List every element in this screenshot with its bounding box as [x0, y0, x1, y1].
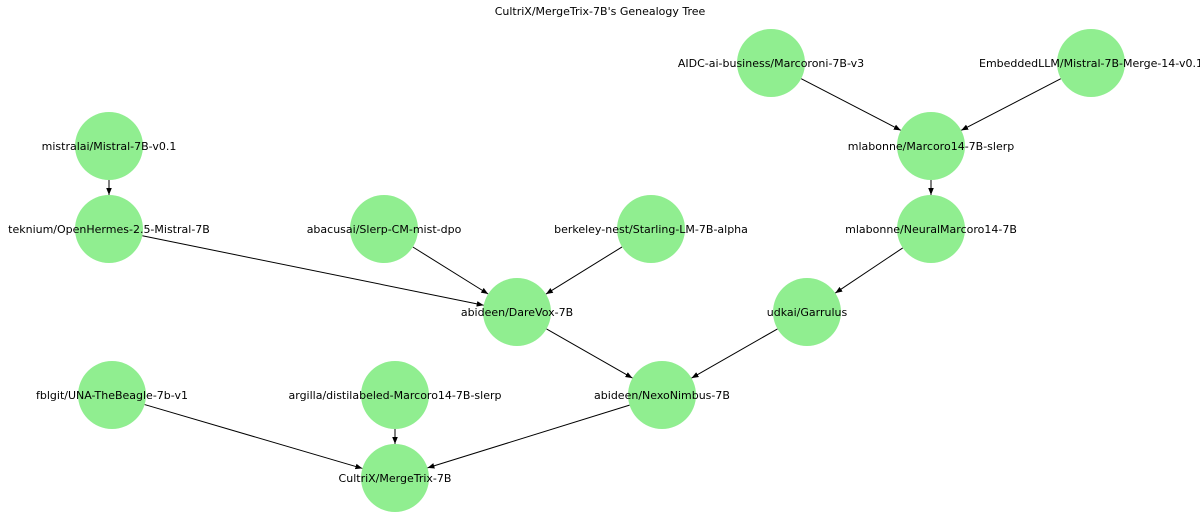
edges-layer: [106, 78, 1062, 470]
node-circle: [897, 195, 965, 263]
node-label: abideen/DareVox-7B: [461, 306, 573, 319]
node-circle: [617, 195, 685, 263]
node-circle: [628, 361, 696, 429]
node-abideen-darevox-7b: abideen/DareVox-7B: [461, 278, 573, 346]
node-circle: [361, 361, 429, 429]
edge-embedded-to-mlab_slerp: [960, 78, 1062, 131]
edge-neural-to-garrulus: [834, 247, 904, 294]
edge-teknium-to-darevox: [142, 235, 484, 307]
node-argilla-distilabeled-marcoro14-7b-slerp: argilla/distilabeled-Marcoro14-7B-slerp: [289, 361, 502, 429]
edge-nexo-to-merge: [427, 404, 630, 469]
node-circle: [897, 112, 965, 180]
node-teknium-openhermes-2-5-mistral-7b: teknium/OpenHermes-2.5-Mistral-7B: [8, 195, 210, 263]
node-circle: [78, 361, 146, 429]
edge-garrulus-to-nexo: [691, 328, 778, 379]
edge-berkeley-to-darevox: [545, 246, 623, 295]
node-circle: [75, 195, 143, 263]
node-circle: [350, 195, 418, 263]
node-label: mistralai/Mistral-7B-v0.1: [42, 140, 177, 153]
node-aidc-ai-business-marcoroni-7b-v3: AIDC-ai-business/Marcoroni-7B-v3: [678, 29, 864, 97]
edge-aidc-to-mlab_slerp: [800, 78, 902, 131]
diagram-title: CultriX/MergeTrix-7B's Genealogy Tree: [495, 5, 706, 18]
node-circle: [75, 112, 143, 180]
node-label: CultriX/MergeTrix-7B: [339, 472, 452, 485]
node-abideen-nexonimbus-7b: abideen/NexoNimbus-7B: [594, 361, 730, 429]
node-mlabonne-marcoro14-7b-slerp: mlabonne/Marcoro14-7B-slerp: [848, 112, 1015, 180]
edge-fblgit-to-merge: [144, 404, 363, 470]
edge-darevox-to-nexo: [546, 328, 633, 379]
node-abacusai-slerp-cm-mist-dpo: abacusai/Slerp-CM-mist-dpo: [307, 195, 462, 263]
node-label: fblgit/UNA-TheBeagle-7b-v1: [36, 389, 188, 402]
node-label: udkai/Garrulus: [767, 306, 848, 319]
node-label: EmbeddedLLM/Mistral-7B-Merge-14-v0.1: [979, 57, 1200, 70]
edge-abacusai-to-darevox: [412, 246, 489, 295]
node-label: abacusai/Slerp-CM-mist-dpo: [307, 223, 462, 236]
node-fblgit-una-thebeagle-7b-v1: fblgit/UNA-TheBeagle-7b-v1: [36, 361, 188, 429]
node-label: AIDC-ai-business/Marcoroni-7B-v3: [678, 57, 864, 70]
node-circle: [773, 278, 841, 346]
node-embeddedllm-mistral-7b-merge-14-v0-1: EmbeddedLLM/Mistral-7B-Merge-14-v0.1: [979, 29, 1200, 97]
node-label: argilla/distilabeled-Marcoro14-7B-slerp: [289, 389, 502, 402]
node-circle: [1057, 29, 1125, 97]
node-berkeley-nest-starling-lm-7b-alpha: berkeley-nest/Starling-LM-7B-alpha: [554, 195, 748, 263]
node-circle: [361, 444, 429, 512]
node-label: abideen/NexoNimbus-7B: [594, 389, 730, 402]
node-circle: [483, 278, 551, 346]
node-label: berkeley-nest/Starling-LM-7B-alpha: [554, 223, 748, 236]
node-udkai-garrulus: udkai/Garrulus: [767, 278, 848, 346]
node-circle: [737, 29, 805, 97]
node-mlabonne-neuralmarcoro14-7b: mlabonne/NeuralMarcoro14-7B: [845, 195, 1017, 263]
node-label: mlabonne/Marcoro14-7B-slerp: [848, 140, 1015, 153]
node-mistralai-mistral-7b-v0-1: mistralai/Mistral-7B-v0.1: [42, 112, 177, 180]
node-label: teknium/OpenHermes-2.5-Mistral-7B: [8, 223, 210, 236]
nodes-layer: AIDC-ai-business/Marcoroni-7B-v3 Embedded…: [8, 29, 1200, 512]
node-label: mlabonne/NeuralMarcoro14-7B: [845, 223, 1017, 236]
node-cultrix-mergetrix-7b: CultriX/MergeTrix-7B: [339, 444, 452, 512]
